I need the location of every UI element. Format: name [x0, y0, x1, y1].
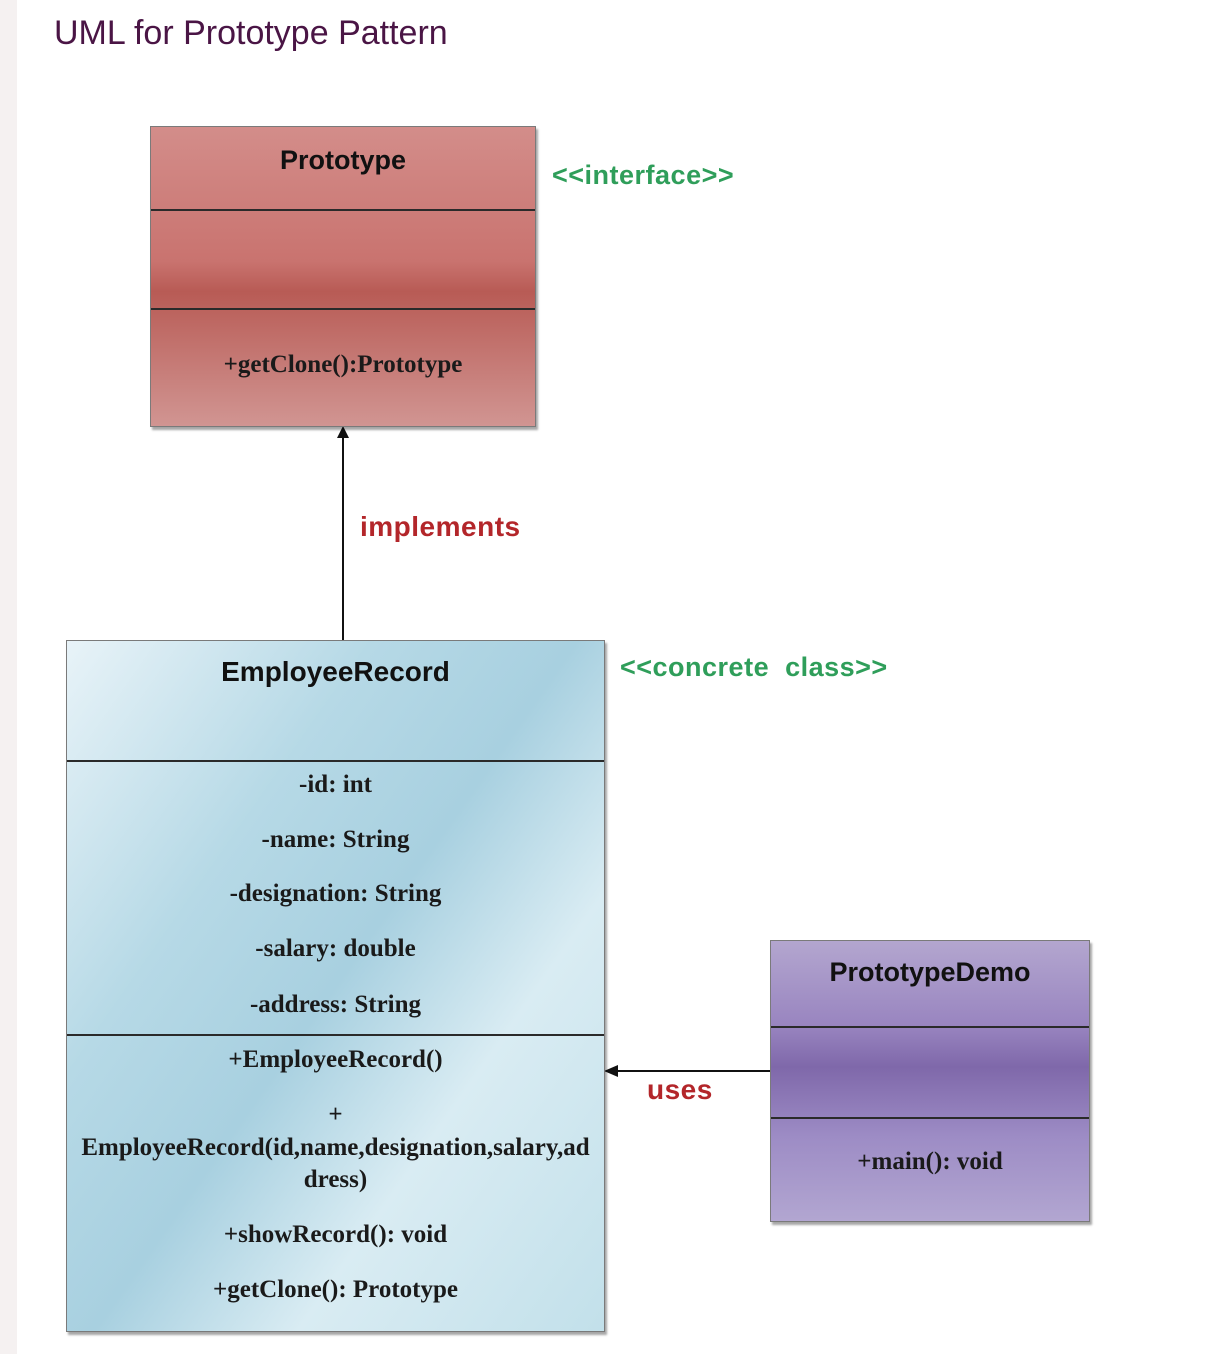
employee-record-name-divider	[67, 760, 604, 762]
prototype-name-divider	[151, 209, 535, 211]
page-title: UML for Prototype Pattern	[54, 14, 448, 52]
employee-record-method: +	[328, 1101, 343, 1128]
employee-record-attribute: -salary: double	[255, 935, 416, 962]
employee-record-method: +EmployeeRecord()	[228, 1046, 443, 1073]
left-page-rail	[0, 0, 17, 1354]
implements-edge-arrowhead	[337, 426, 349, 438]
prototype-attributes-divider	[151, 308, 535, 310]
employee-record-attribute: -id: int	[299, 771, 372, 798]
employee-record-attribute: -designation: String	[229, 880, 442, 907]
prototype-demo-name-divider	[771, 1026, 1089, 1028]
uses-edge-arrowhead	[604, 1065, 618, 1077]
employee-record-method: dress)	[303, 1166, 368, 1193]
employee-record-attributes-divider	[67, 1034, 604, 1036]
employee-record-method: EmployeeRecord(id,name,designation,salar…	[81, 1134, 590, 1161]
prototype-demo-method: +main(): void	[857, 1148, 1003, 1175]
employee-record-attribute: -name: String	[261, 826, 410, 853]
prototype-class-box[interactable]: Prototype +getClone():Prototype	[150, 126, 536, 427]
prototype-demo-attributes-compartment	[771, 1028, 1089, 1117]
uses-edge-label: uses	[647, 1074, 713, 1105]
prototype-demo-class-name: PrototypeDemo	[829, 957, 1031, 987]
prototype-class-name: Prototype	[279, 145, 406, 175]
prototype-method: +getClone():Prototype	[223, 351, 463, 378]
prototype-demo-attributes-divider	[771, 1117, 1089, 1119]
prototype-attributes-compartment	[151, 211, 535, 308]
employee-record-stereotype: <<concrete class>>	[620, 652, 888, 682]
prototype-demo-class-box[interactable]: PrototypeDemo +main(): void	[770, 940, 1090, 1222]
implements-edge-label: implements	[360, 511, 521, 542]
employee-record-method: +getClone(): Prototype	[213, 1276, 458, 1303]
employee-record-class-name: EmployeeRecord	[221, 656, 450, 687]
employee-record-class-box[interactable]: EmployeeRecord -id: int -name: String -d…	[66, 640, 605, 1332]
employee-record-method: +showRecord(): void	[223, 1221, 448, 1248]
prototype-stereotype: <<interface>>	[552, 160, 735, 190]
employee-record-attribute: -address: String	[249, 991, 422, 1018]
